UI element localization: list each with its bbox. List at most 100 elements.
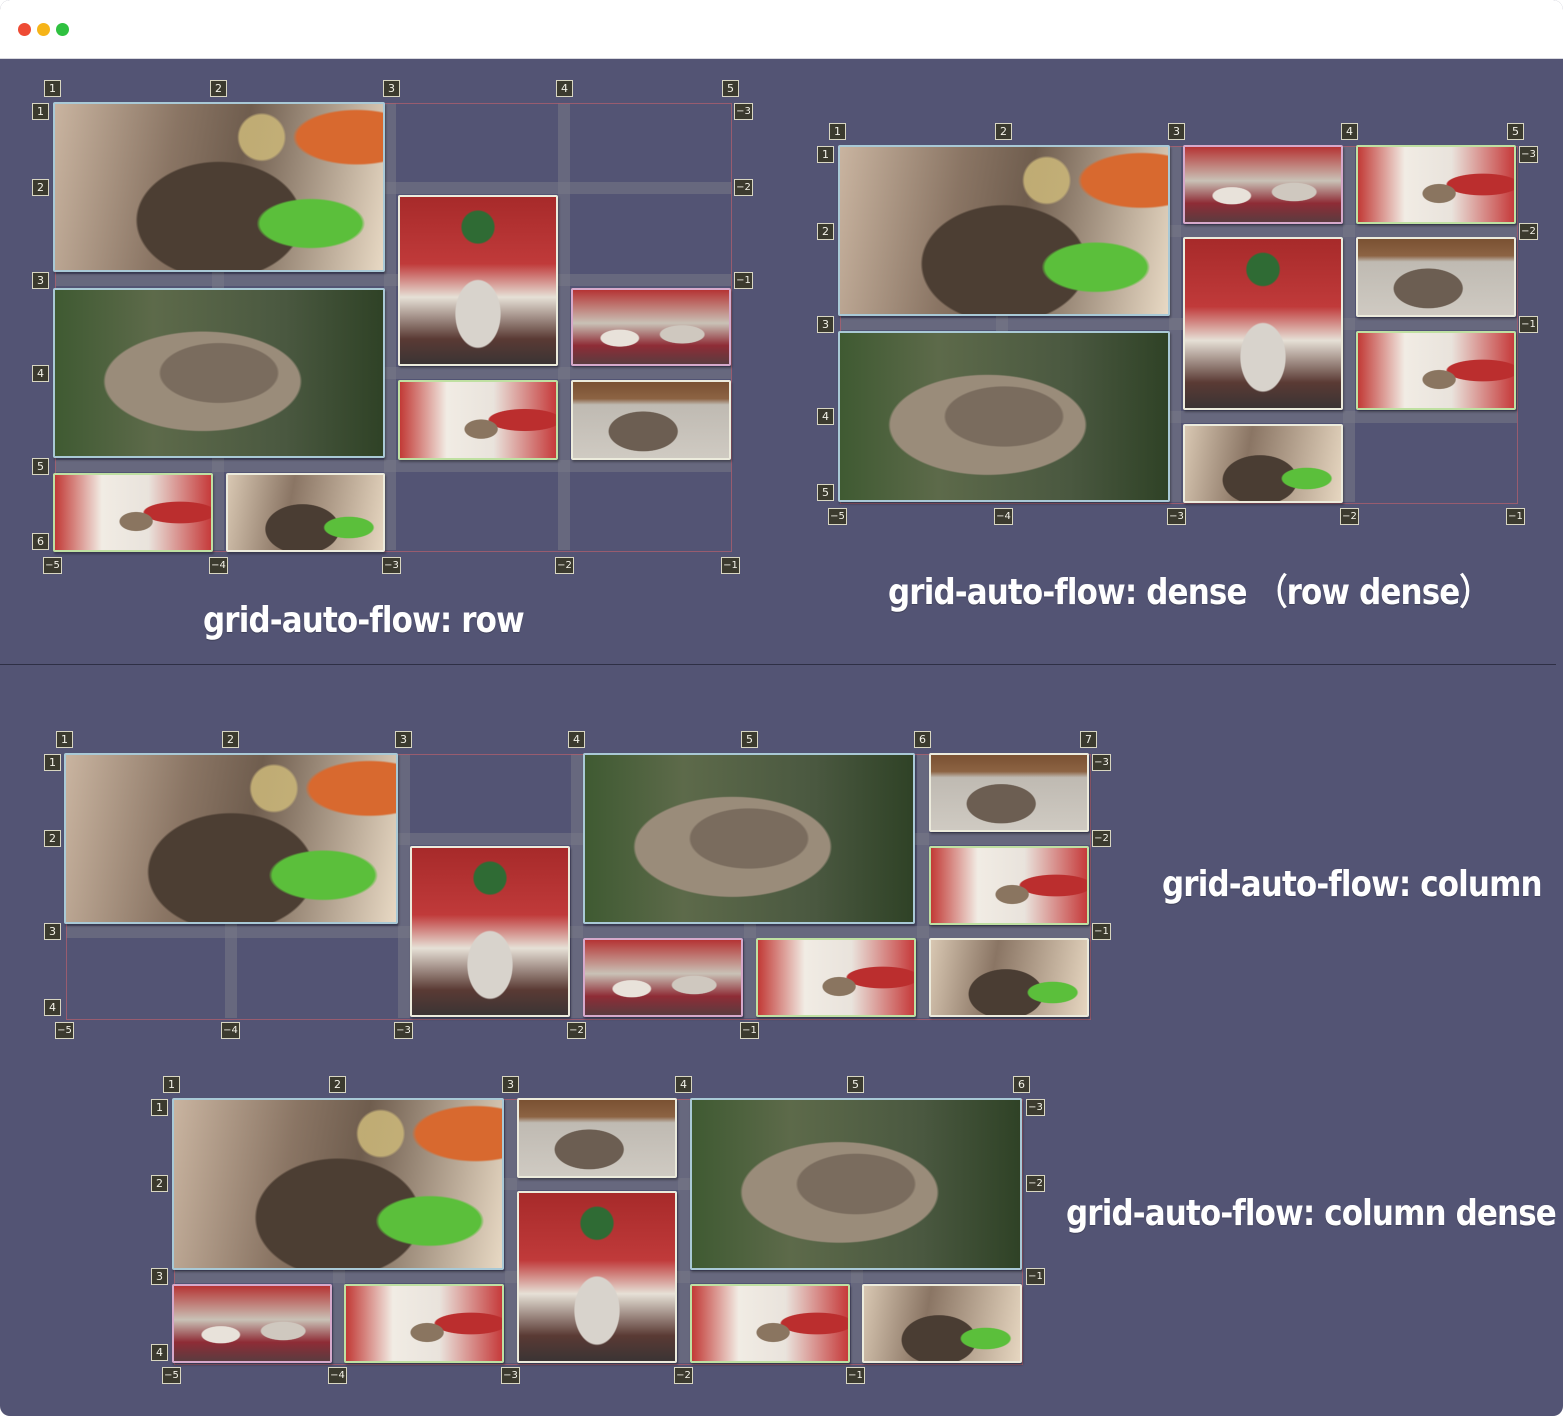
col-line-number: 3 xyxy=(1168,123,1185,140)
col-line-negative: −4 xyxy=(221,1022,240,1039)
row-line-negative: −2 xyxy=(734,179,753,196)
grid-item-cat-small xyxy=(862,1284,1022,1363)
row-line-number: 1 xyxy=(817,146,834,163)
demo-label-dense: grid-auto-flow: dense （row dense） xyxy=(888,572,1490,613)
grid-item-tabby-kitten xyxy=(583,753,915,924)
row-line-negative: −3 xyxy=(1026,1099,1045,1116)
row-line-negative: −2 xyxy=(1092,830,1111,847)
grid-item-pillow-cat-small xyxy=(1356,331,1516,410)
minimize-window-button[interactable] xyxy=(37,23,50,36)
row-line-number: 4 xyxy=(151,1344,168,1361)
col-line-number: 4 xyxy=(568,731,585,748)
row-line-negative: −3 xyxy=(1092,754,1111,771)
col-line-number: 2 xyxy=(210,80,227,97)
row-line-number: 3 xyxy=(151,1268,168,1285)
grid-row-demo: 1 2 3 4 5 1 2 3 4 5 6 −3 −2 −1 −5 −4 −3 … xyxy=(0,0,753,574)
grid-item-pillow-cat-small xyxy=(929,846,1089,925)
grid-item-truck-wide xyxy=(172,1284,332,1363)
col-line-negative: −4 xyxy=(209,557,228,574)
grid-dense-demo: 1 2 3 4 5 1 2 3 4 5 −3 −2 −1 −5 −4 −3 −2… xyxy=(0,0,1538,525)
row-line-number: 3 xyxy=(44,923,61,940)
col-line-negative: −5 xyxy=(828,508,847,525)
col-line-negative: −1 xyxy=(1506,508,1525,525)
grid-item-tabby-kitten xyxy=(53,288,385,458)
row-line-number: 1 xyxy=(151,1099,168,1116)
row-line-number: 2 xyxy=(151,1175,168,1192)
row-line-number: 2 xyxy=(817,223,834,240)
col-line-number: 4 xyxy=(675,1076,692,1093)
grid-column-dense-demo: 1 2 3 4 5 6 1 2 3 4 −3 −2 −1 −5 −4 −3 −2… xyxy=(0,0,1045,1384)
col-line-negative: −5 xyxy=(55,1022,74,1039)
grid-item-christmas-truck xyxy=(410,846,570,1017)
col-line-negative: −1 xyxy=(740,1022,759,1039)
close-window-button[interactable] xyxy=(18,23,31,36)
row-line-negative: −1 xyxy=(1092,923,1111,940)
row-line-number: 5 xyxy=(32,458,49,475)
col-line-number: 2 xyxy=(329,1076,346,1093)
grid-item-truck-wide xyxy=(571,288,731,366)
row-line-number: 1 xyxy=(44,754,61,771)
grid-item-pillow-cat xyxy=(344,1284,504,1363)
grid-item-cat-kitten xyxy=(838,145,1170,316)
grid-item-cat-small xyxy=(929,938,1089,1017)
row-line-negative: −2 xyxy=(1519,223,1538,240)
grid-item-cat-kitten xyxy=(53,102,385,272)
col-line-negative: −2 xyxy=(674,1367,693,1384)
grid-item-sleeping-cats xyxy=(571,380,731,460)
grid-column-demo: 1 2 3 4 5 6 7 1 2 3 4 −3 −2 −1 −5 −4 −3 … xyxy=(0,0,1111,1039)
col-line-negative: −4 xyxy=(994,508,1013,525)
col-line-number: 7 xyxy=(1080,731,1097,748)
col-line-number: 6 xyxy=(1013,1076,1030,1093)
row-line-negative: −1 xyxy=(1519,316,1538,333)
row-line-number: 5 xyxy=(817,484,834,501)
row-line-number: 3 xyxy=(32,272,49,289)
col-line-negative: −3 xyxy=(1167,508,1186,525)
row-line-number: 6 xyxy=(32,533,49,550)
demo-label-column: grid-auto-flow: column xyxy=(1162,864,1543,905)
col-line-number: 2 xyxy=(222,731,239,748)
col-line-number: 1 xyxy=(44,80,61,97)
demo-label-row: grid-auto-flow: row xyxy=(203,600,525,641)
col-line-negative: −2 xyxy=(555,557,574,574)
col-line-negative: −1 xyxy=(846,1367,865,1384)
grid-item-sleeping-cats xyxy=(517,1098,677,1178)
col-line-negative: −2 xyxy=(567,1022,586,1039)
zoom-window-button[interactable] xyxy=(56,23,69,36)
col-line-number: 1 xyxy=(829,123,846,140)
grid-item-pillow-cat xyxy=(756,938,916,1017)
col-line-number: 5 xyxy=(722,80,739,97)
grid-item-pillow-cat xyxy=(1356,145,1516,224)
grid-item-christmas-truck xyxy=(1183,237,1343,410)
grid-item-cat-small xyxy=(226,473,385,552)
section-divider xyxy=(0,664,1556,665)
row-line-number: 2 xyxy=(32,179,49,196)
row-line-negative: −2 xyxy=(1026,1175,1045,1192)
grid-item-christmas-truck xyxy=(517,1191,677,1363)
col-line-negative: −3 xyxy=(382,557,401,574)
row-line-number: 2 xyxy=(44,830,61,847)
col-line-negative: −5 xyxy=(43,557,62,574)
col-line-negative: −4 xyxy=(328,1367,347,1384)
grid-item-cat-kitten xyxy=(172,1098,504,1270)
demo-label-column-dense: grid-auto-flow: column dense xyxy=(1066,1193,1557,1234)
grid-item-truck-wide xyxy=(583,938,743,1017)
row-line-negative: −1 xyxy=(1026,1268,1045,1285)
col-line-number: 4 xyxy=(556,80,573,97)
col-line-number: 5 xyxy=(1507,123,1524,140)
grid-item-tabby-kitten xyxy=(690,1098,1022,1270)
col-line-number: 3 xyxy=(502,1076,519,1093)
col-line-negative: −2 xyxy=(1340,508,1359,525)
col-line-negative: −3 xyxy=(394,1022,413,1039)
grid-item-cat-small xyxy=(1183,424,1343,503)
col-line-negative: −5 xyxy=(162,1367,181,1384)
col-line-number: 3 xyxy=(395,731,412,748)
col-line-number: 5 xyxy=(741,731,758,748)
title-bar xyxy=(0,0,1563,59)
row-line-number: 3 xyxy=(817,316,834,333)
col-line-number: 5 xyxy=(847,1076,864,1093)
grid-item-sleeping-cats xyxy=(929,753,1089,832)
col-line-negative: −1 xyxy=(721,557,740,574)
grid-item-pillow-cat xyxy=(398,380,558,460)
grid-item-truck-wide xyxy=(1183,145,1343,224)
